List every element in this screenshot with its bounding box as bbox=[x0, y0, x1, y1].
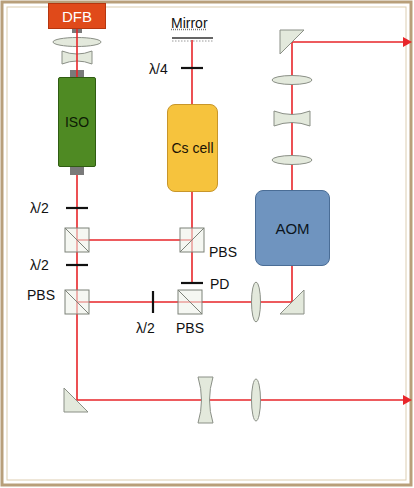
waveplate-label: λ/4 bbox=[149, 61, 168, 77]
pbs-label: PBS bbox=[176, 320, 204, 336]
node-text: Cs cell bbox=[171, 140, 213, 156]
pbs-label: PBS bbox=[27, 287, 55, 303]
node-text: AOM bbox=[275, 220, 309, 237]
node-text: DFB bbox=[62, 8, 92, 25]
flat-mirror bbox=[172, 37, 213, 39]
frame bbox=[2, 2, 411, 485]
pbs-label: PBS bbox=[209, 244, 237, 260]
waveplate-label: λ/2 bbox=[30, 200, 49, 216]
iso-cap bbox=[70, 167, 84, 175]
pbs-cube bbox=[65, 228, 204, 314]
mirror-hatch bbox=[172, 41, 213, 42]
waveplate-label: λ/2 bbox=[30, 257, 49, 273]
isolator-box: ISO bbox=[58, 77, 96, 167]
beam-arrow bbox=[403, 37, 412, 47]
mirror-label: Mirror bbox=[171, 15, 208, 31]
laser-beam bbox=[77, 40, 404, 400]
vapor-cell: Cs cell bbox=[167, 104, 218, 192]
laser-beam bbox=[76, 29, 78, 77]
waveplate-label: λ/2 bbox=[136, 320, 155, 336]
detector-label: PD bbox=[210, 276, 229, 292]
node-text: ISO bbox=[65, 114, 89, 130]
aom-box: AOM bbox=[255, 190, 330, 266]
beam-arrow bbox=[403, 395, 412, 405]
frame-inner bbox=[7, 7, 406, 480]
laser-box: DFB bbox=[48, 3, 106, 29]
